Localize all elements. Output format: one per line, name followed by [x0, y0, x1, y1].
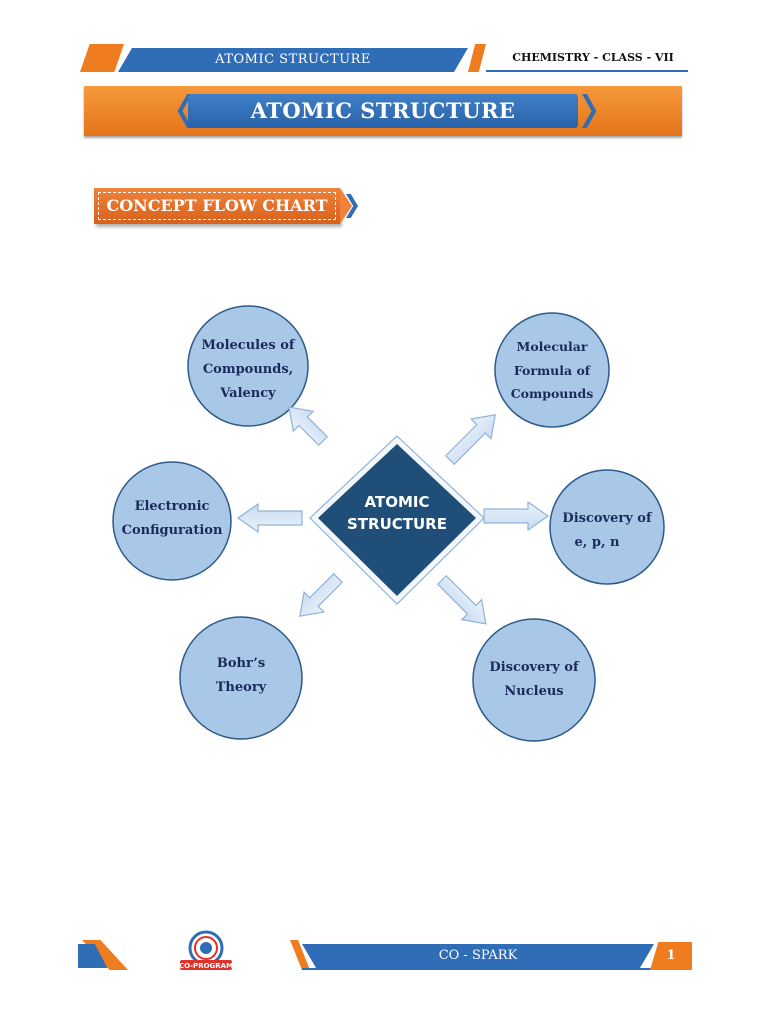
node-formula-line1: Molecular [516, 339, 587, 354]
arrow-up-right-icon [444, 414, 496, 466]
arrows-group [236, 406, 550, 625]
page-title: ATOMIC STRUCTURE [250, 98, 516, 123]
node-bohr-line2: Theory [216, 680, 267, 695]
footer-bar [302, 944, 654, 968]
center-label-line1: ATOMIC [365, 493, 430, 511]
node-nucleus-line2: Nucleus [504, 684, 563, 699]
node-molecules-line3: Valency [219, 386, 276, 401]
node-bohr-line1: Bohr’s [217, 656, 265, 671]
node-formula: Molecular Formula of Compounds [494, 312, 610, 428]
node-bohr: Bohr’s Theory [179, 616, 303, 740]
page-number-badge [650, 942, 692, 970]
section-tag-label: CONCEPT FLOW CHART [106, 196, 328, 215]
header-title-bar [118, 48, 468, 72]
node-discovery-epn-line1: Discovery of [562, 511, 653, 526]
arrow-down-left-icon [299, 572, 344, 617]
title-banner: ATOMIC STRUCTURE [84, 86, 682, 136]
node-nucleus: Discovery of Nucleus [472, 618, 596, 742]
arrow-up-left-icon [288, 406, 329, 447]
header-subject: CHEMISTRY - CLASS - VII [512, 51, 674, 64]
node-formula-line3: Compounds [511, 386, 594, 401]
node-nucleus-line1: Discovery of [489, 660, 580, 675]
section-tag-body [94, 188, 340, 224]
page-header: ATOMIC STRUCTURE CHEMISTRY - CLASS - VII [80, 44, 690, 74]
co-program-logo: CO-PROGRAM [179, 930, 233, 970]
arrow-left-icon [236, 502, 303, 534]
footer-label: CO - SPARK [438, 948, 518, 963]
header-title: ATOMIC STRUCTURE [215, 52, 371, 67]
node-formula-line2: Formula of [514, 363, 592, 378]
header-underline [486, 70, 688, 72]
node-discovery-epn: Discovery of e, p, n [549, 469, 665, 585]
node-electronic-line1: Electronic [135, 499, 210, 514]
banner-title-box [188, 94, 578, 128]
arrow-down-right-icon [436, 574, 487, 625]
footer-underline [302, 968, 692, 970]
logo-text: CO-PROGRAM [179, 962, 233, 970]
node-electronic: Electronic Configuration [112, 461, 232, 581]
node-molecules-line2: Compounds, [203, 362, 293, 377]
page-number: 1 [666, 948, 676, 963]
center-label-line2: STRUCTURE [347, 515, 447, 533]
arrow-right-icon [483, 500, 550, 532]
section-tag-border [98, 192, 336, 220]
node-electronic-line2: Configuration [122, 523, 223, 538]
center-diamond: ATOMIC STRUCTURE [309, 435, 485, 605]
node-molecules: Molecules of Compounds, Valency [187, 305, 309, 427]
node-discovery-epn-line2: e, p, n [575, 535, 620, 550]
section-tag: CONCEPT FLOW CHART [94, 188, 362, 228]
node-molecules-line1: Molecules of [202, 338, 296, 353]
